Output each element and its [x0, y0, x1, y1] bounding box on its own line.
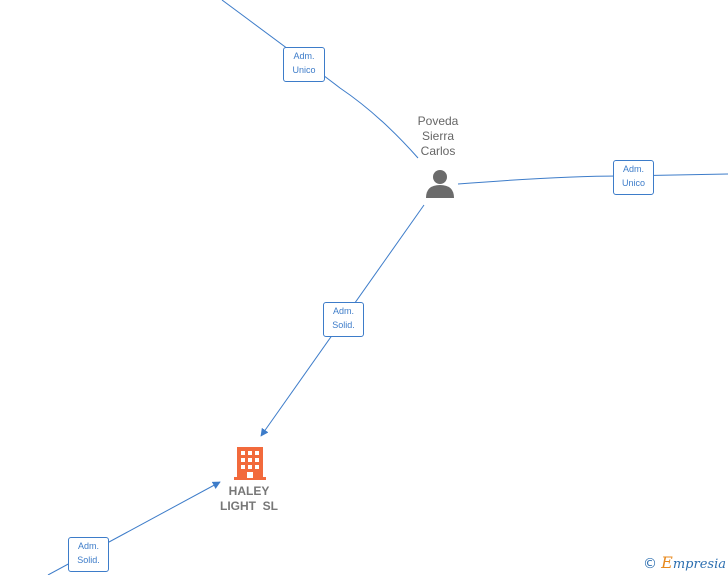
- company-name-line: HALEY: [228, 484, 270, 498]
- building-icon[interactable]: [234, 444, 266, 480]
- person-name-line: Sierra: [421, 129, 454, 143]
- edge-label-line: Unico: [292, 65, 316, 75]
- person-name-line: Poveda: [417, 114, 459, 128]
- edge-label-line: Solid.: [332, 320, 355, 330]
- edge-label-person-company[interactable]: Adm. Solid.: [323, 302, 364, 337]
- edge-label-top-left[interactable]: Adm. Unico: [283, 47, 325, 82]
- brand-logo-text: mpresia: [672, 557, 726, 572]
- edge-label-line: Adm.: [77, 541, 99, 551]
- edge-label-line: Unico: [621, 178, 645, 188]
- company-name-line: LIGHT SL: [220, 499, 278, 513]
- person-name-line: Carlos: [420, 144, 456, 158]
- copyright-watermark: © Empresia: [643, 553, 726, 572]
- edge-label-line: Adm.: [293, 51, 315, 61]
- edge-label-line: Adm.: [622, 164, 644, 174]
- edge-label-bottom-left[interactable]: Adm. Solid.: [68, 537, 109, 572]
- person-name[interactable]: Poveda Sierra Carlos: [398, 114, 478, 159]
- copyright-symbol: ©: [643, 556, 658, 572]
- edge-right: [457, 173, 728, 185]
- person-icon[interactable]: [425, 168, 455, 198]
- edge-top-left: [221, 0, 419, 159]
- edge-label-line: Solid.: [77, 555, 100, 565]
- edge-label-right[interactable]: Adm. Unico: [613, 160, 654, 195]
- company-name[interactable]: HALEY LIGHT SL: [204, 484, 294, 514]
- edge-label-line: Adm.: [332, 306, 354, 316]
- brand-logo-letter: E: [661, 553, 673, 572]
